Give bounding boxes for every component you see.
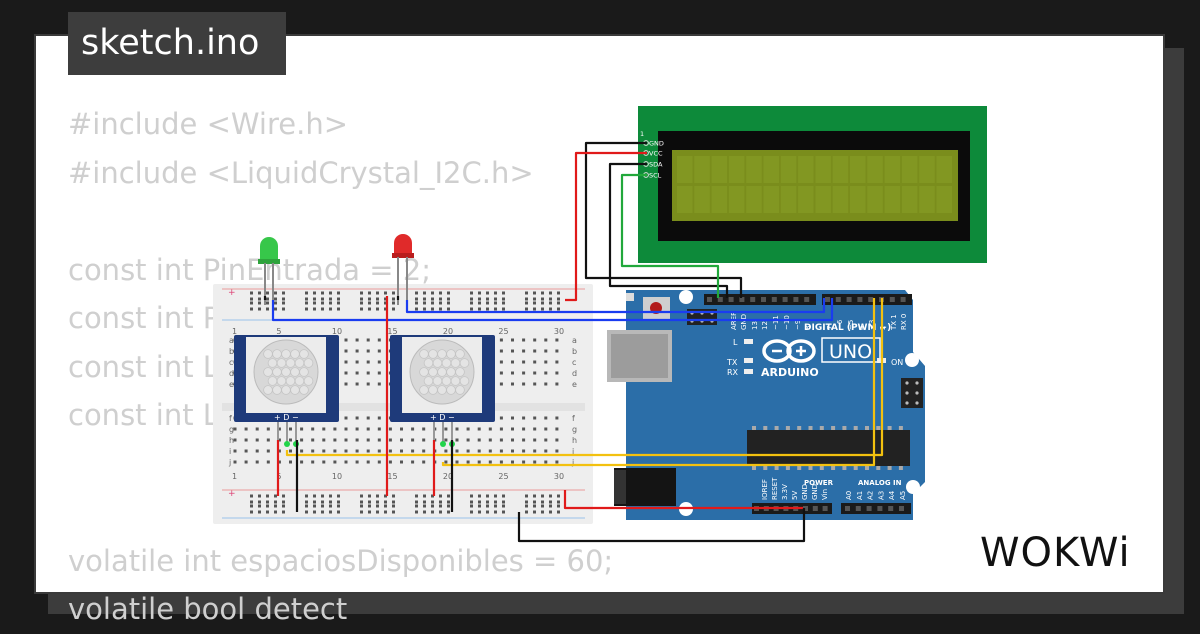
code-line: #include <Wire.h> (68, 107, 349, 141)
code-line: #include <LiquidCrystal_I2C.h> (68, 155, 534, 190)
analog-pin-label: A4 (888, 490, 896, 500)
power-pin-label: Vin (821, 489, 829, 500)
digital-pin-label: ~10 (783, 315, 791, 330)
lcd-pin-label: GND (649, 140, 664, 148)
digital-pin-label: ~3 (868, 320, 876, 330)
power-label: POWER (804, 479, 834, 487)
led-l-label: L (733, 338, 738, 347)
power-pin-label: RESET (771, 477, 779, 500)
analog-pin-label: A2 (867, 491, 875, 500)
arduino-logo (762, 339, 816, 363)
digital-pin-label: 8 (804, 326, 812, 330)
led-green (258, 237, 280, 305)
wokwi-logo: WOKWi (980, 530, 1131, 576)
pir-sensor-2: + D − (390, 335, 495, 447)
digital-header-label: DIGITAL (PWM ~) (804, 323, 891, 333)
power-pin-label: GND (801, 484, 809, 500)
breadboard-column-number: 25 (498, 327, 508, 336)
breadboard-row-letter: j (228, 458, 231, 467)
breadboard-row-letter: j (571, 458, 574, 467)
code-editor: #include <Wire.h> #include <LiquidCrystal… (68, 100, 613, 634)
breadboard-row-letter: e (572, 380, 577, 389)
digital-pin-label: ~5 (847, 320, 855, 330)
breadboard-column-number: 30 (554, 327, 564, 336)
power-pin-label: 3.3V (781, 484, 789, 500)
breadboard-row-letter: h (572, 436, 577, 445)
breadboard-row-letter: g (229, 425, 234, 434)
digital-pin-label: 13 (751, 321, 759, 330)
breadboard-column-number: 15 (387, 472, 397, 481)
code-line: volatile bool detect (68, 592, 348, 626)
power-pin-label: 5V (791, 491, 799, 500)
breadboard-row-letter: c (229, 358, 233, 367)
digital-pin-label: TX 1 (890, 314, 898, 331)
svg-text:+: + (228, 489, 236, 499)
digital-pin-label: 7 (826, 326, 834, 330)
pir-pin-label: + D − (430, 413, 455, 422)
led-red (392, 234, 414, 305)
digital-pin-label: ~9 (794, 320, 802, 330)
breadboard-row-letter: f (229, 414, 232, 423)
pir-pin-label: + D − (274, 413, 299, 422)
lcd-pin-label: SCL (649, 172, 662, 180)
breadboard-row-letter: e (229, 380, 234, 389)
breadboard-row-letter: h (229, 436, 234, 445)
analog-label: ANALOG IN (858, 479, 902, 487)
lcd-pin-one-label: 1 (640, 130, 644, 138)
gnd-pin-label: GND (740, 314, 748, 330)
analog-pin-label: A1 (856, 491, 864, 500)
digital-pin-label: ~6 (836, 319, 844, 330)
breadboard-column-number: 30 (554, 472, 564, 481)
breadboard-row-letter: a (572, 336, 577, 345)
breadboard-row-letter: i (229, 447, 231, 456)
led-rx-label: RX (727, 368, 739, 377)
breadboard-row-letter: g (572, 425, 577, 434)
breadboard-column-number: 1 (232, 472, 237, 481)
led-tx-label: TX (726, 358, 738, 367)
code-line: const int L (68, 398, 219, 432)
lcd-pin-label: VCC (649, 150, 663, 158)
breadboard-row-letter: d (572, 369, 577, 378)
breadboard-column-number: 10 (332, 327, 342, 336)
digital-pin-label: 12 (761, 321, 769, 330)
lcd-pin-label: SDA (649, 161, 663, 169)
breadboard-row-letter: i (572, 447, 574, 456)
breadboard-column-number: 1 (232, 327, 237, 336)
code-line: const int PinEntrada = 2; (68, 252, 431, 287)
breadboard-column-number: 20 (443, 327, 453, 336)
breadboard-row-letter: a (229, 336, 234, 345)
brand-label: ARDUINO (761, 366, 819, 379)
digital-pin-label: 4 (858, 325, 866, 330)
led-on-label: ON (891, 358, 903, 367)
power-pin-label: GND (811, 484, 819, 500)
power-pin-label: IOREF (761, 479, 769, 500)
breadboard-column-number: 10 (332, 472, 342, 481)
breadboard-column-number: 20 (443, 472, 453, 481)
code-line: volatile int espaciosDisponibles = 60; (68, 543, 614, 578)
breadboard-row-letter: f (572, 414, 575, 423)
digital-pin-label: ~11 (772, 315, 780, 330)
breadboard-row-letter: d (229, 369, 234, 378)
breadboard-row-letter: c (572, 358, 576, 367)
wires (263, 141, 884, 543)
digital-pin-label: RX 0 (900, 314, 908, 330)
analog-pin-label: A3 (877, 491, 885, 500)
model-label: UNO (829, 341, 872, 363)
breadboard-row-letter: b (572, 347, 577, 356)
svg-text:+: + (228, 288, 236, 298)
breadboard-column-number: 5 (276, 327, 281, 336)
breadboard-row-letter: b (229, 347, 234, 356)
svg-text:WOKWi: WOKWi (980, 530, 1131, 576)
analog-pin-label: A0 (845, 491, 853, 500)
file-tab[interactable]: sketch.ino (68, 12, 286, 75)
breadboard-column-number: 15 (387, 327, 397, 336)
breadboard-column-number: 25 (498, 472, 508, 481)
analog-pin-label: A5 (899, 491, 907, 500)
pir-sensor-1: + D − (234, 335, 339, 447)
